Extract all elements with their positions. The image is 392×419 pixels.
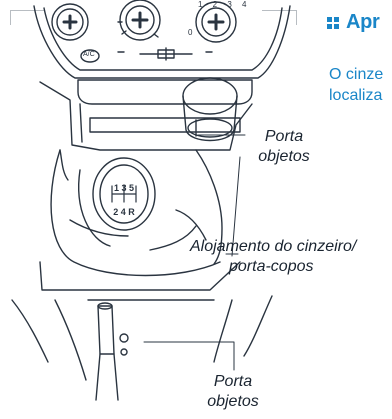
fan-zero-mark: 0 <box>188 28 193 37</box>
gear-pattern-top-row: 1 3 5 <box>113 183 135 193</box>
gear-pattern-bottom-row: 2 4 R <box>113 207 135 217</box>
climate-control-panel <box>33 0 291 105</box>
ac-button-label: A/C <box>83 51 95 58</box>
ac-button <box>80 49 100 63</box>
callout-storage-top-line1: Porta <box>264 128 304 145</box>
callout-ashtray-line2: porta-copos <box>229 258 314 275</box>
callout-ashtray-cupholder: Alojamento do cinzeiro/ porta-copos <box>190 237 356 277</box>
gear-knob <box>92 157 156 231</box>
callout-ashtray-line1: Alojamento do cinzeiro/ <box>190 238 357 255</box>
callout-storage-bottom-line1: Porta <box>213 373 253 390</box>
section-heading: Apr <box>327 11 380 34</box>
page-frame-corner-left <box>10 10 45 25</box>
gear-lever-boot <box>50 149 223 277</box>
body-line-1: O cinze <box>329 66 384 83</box>
callout-storage-top-line2: objetos <box>258 148 310 165</box>
recirculation-slider <box>117 47 213 61</box>
fan-speed-dial <box>195 1 237 43</box>
gearshift-pattern: 1 3 5 2 4 R <box>108 176 140 224</box>
callout-storage-bottom: Porta objetos <box>190 372 276 412</box>
section-marker-icon <box>327 16 342 30</box>
section-title: Apr <box>346 11 380 33</box>
page-frame-corner-right <box>262 10 297 25</box>
callout-storage-bottom-line2: objetos <box>207 393 259 410</box>
air-distribution-dial <box>117 0 161 41</box>
hand-brake-lever <box>95 302 129 401</box>
callout-storage-top: Porta objetos <box>244 127 324 167</box>
callout-leaders <box>143 134 246 371</box>
cup-holder <box>182 77 238 142</box>
fan-speed-marks: 1 2 3 4 <box>198 0 251 9</box>
console-lower-body <box>11 261 273 381</box>
temperature-dial <box>51 3 89 41</box>
body-line-2: localiza <box>329 87 383 104</box>
upper-storage-tray <box>39 81 253 151</box>
